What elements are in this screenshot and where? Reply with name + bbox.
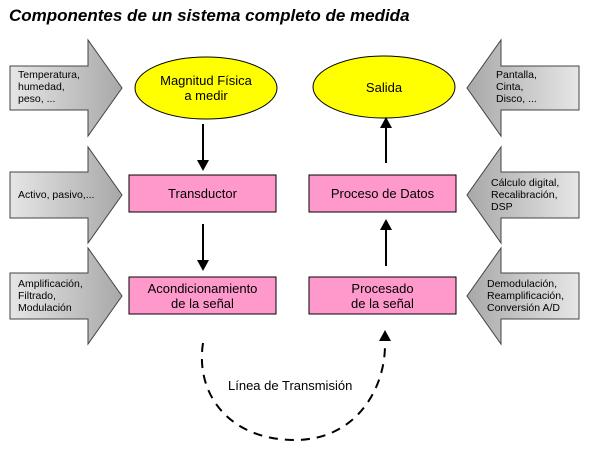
page-title: Componentes de un sistema completo de me… [9,6,410,25]
magnitude-ellipse [134,56,278,120]
arrowhead-2 [197,260,209,271]
right-arrow-label-2: Cálculo digital, Recalibración, DSP [491,177,560,213]
conditioning-label: Acondicionamiento de la señal [147,280,258,311]
left-arrow-3 [9,246,123,346]
output-ellipse [312,55,456,119]
transmission-arrowhead [379,330,391,341]
left-arrow-label-1: Temperatura, humedad, peso, ... [18,69,80,105]
arrowhead-4 [380,117,392,128]
transmission-line-label: Línea de Transmisión [228,378,353,393]
right-arrow-label-1: Pantalla, Cinta, Disco, ... [496,69,537,105]
magnitude-label: Magnitud Física a medir [160,73,252,103]
left-arrow-1 [9,38,123,138]
signal-processing-label: Procesado de la señal [351,280,414,311]
right-arrow-1 [466,38,580,138]
left-arrow-label-2: Activo, pasivo,... [18,189,95,201]
signal-processing-box [308,276,457,315]
data-processing-box [308,174,457,213]
right-arrow-3 [466,246,580,346]
left-arrow-2 [9,145,123,245]
right-arrow-2 [466,145,580,245]
conditioning-box [128,276,277,315]
arrowhead-3 [380,219,392,230]
right-arrow-label-3: Demodulación, Reamplificación, Conversió… [487,278,565,314]
data-processing-label: Proceso de Datos [330,186,435,201]
transducer-box [128,174,277,213]
arrowhead-1 [197,160,209,171]
transducer-label: Transductor [168,186,237,201]
left-arrow-label-3: Amplificación, Filtrado, Modulación [18,278,83,314]
output-label: Salida [365,79,403,95]
